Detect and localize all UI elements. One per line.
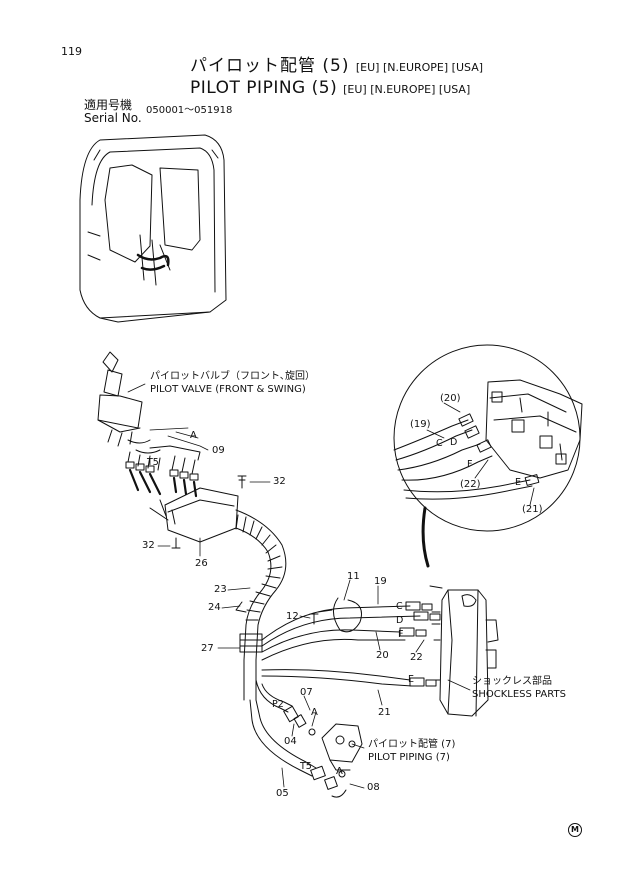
part-number: 22	[410, 652, 423, 663]
connector-letter: C	[396, 601, 403, 612]
part-number: 32	[273, 476, 286, 487]
connector-letter: A	[311, 707, 318, 718]
title-en-text: PILOT PIPING (5)	[190, 78, 338, 98]
connector-letter: P2	[272, 699, 284, 710]
callout-pilot-piping7-en: PILOT PIPING (7)	[368, 752, 450, 763]
connector-letter: A	[190, 430, 197, 441]
part-number: 32	[142, 540, 155, 551]
detail-circle	[393, 344, 583, 568]
pilot-piping-7-part	[321, 723, 363, 798]
part-number: 20	[376, 650, 389, 661]
connector-letter: F	[398, 629, 404, 640]
callout-pilot-valve-en: PILOT VALVE (FRONT & SWING)	[150, 384, 306, 395]
callout-shockless-en: SHOCKLESS PARTS	[472, 689, 566, 700]
part-number: 12	[286, 611, 299, 622]
serial-label-en: Serial No.	[84, 111, 142, 125]
maker-logo: M	[568, 823, 582, 837]
title-en-regions: [EU] [N.EUROPE] [USA]	[343, 83, 471, 96]
connector-letter: T5	[300, 761, 312, 772]
page-title-en: PILOT PIPING (5) [EU] [N.EUROPE] [USA]	[190, 80, 470, 97]
corrugated-hose	[235, 509, 287, 701]
part-number: 23	[214, 584, 227, 595]
page-number: 119	[61, 45, 82, 58]
connector-letter: E	[515, 477, 522, 488]
detail-part-number: (22)	[460, 479, 481, 490]
control-valve-block	[429, 585, 499, 717]
callout-shockless-jp: ショックレス部品	[472, 676, 552, 687]
callout-pilot-piping7-jp: パイロット配管 (7)	[368, 739, 456, 750]
part-number: 08	[367, 782, 380, 793]
part-number: 27	[201, 643, 214, 654]
detail-part-number: (21)	[522, 504, 543, 515]
part-number: 04	[284, 736, 297, 747]
connector-letter: F	[467, 459, 473, 470]
cab-sketch	[79, 134, 227, 323]
fittings	[171, 475, 441, 790]
part-number: 09	[212, 445, 225, 456]
leader-lines	[127, 383, 535, 789]
part-number: 21	[378, 707, 391, 718]
part-number: 19	[374, 576, 387, 587]
connector-letter: T5	[147, 457, 159, 468]
connector-letter: E	[408, 674, 415, 685]
pilot-valve	[97, 351, 239, 543]
serial-label-jp: 適用号機	[84, 98, 133, 112]
hose-bundle	[249, 597, 421, 777]
connector-letter: D	[450, 437, 458, 448]
connector-letter: A	[336, 766, 343, 777]
title-jp-text: パイロット配管 (5)	[190, 56, 350, 76]
page-title-jp: パイロット配管 (5) [EU] [N.EUROPE] [USA]	[190, 58, 483, 75]
connector-letter: D	[396, 615, 404, 626]
serial-range: 050001～051918	[146, 105, 233, 116]
callout-pilot-valve-jp: パイロットバルブ（フロント､旋回）	[150, 371, 315, 382]
detail-part-number: (19)	[410, 419, 431, 430]
part-number: 24	[208, 602, 221, 613]
title-jp-regions: [EU] [N.EUROPE] [USA]	[355, 61, 484, 74]
part-number: 26	[195, 558, 208, 569]
part-number: 11	[347, 571, 360, 582]
part-number: 05	[276, 788, 289, 799]
part-number: 07	[300, 687, 313, 698]
detail-part-number: (20)	[440, 393, 461, 404]
connector-letter: C	[436, 438, 443, 449]
